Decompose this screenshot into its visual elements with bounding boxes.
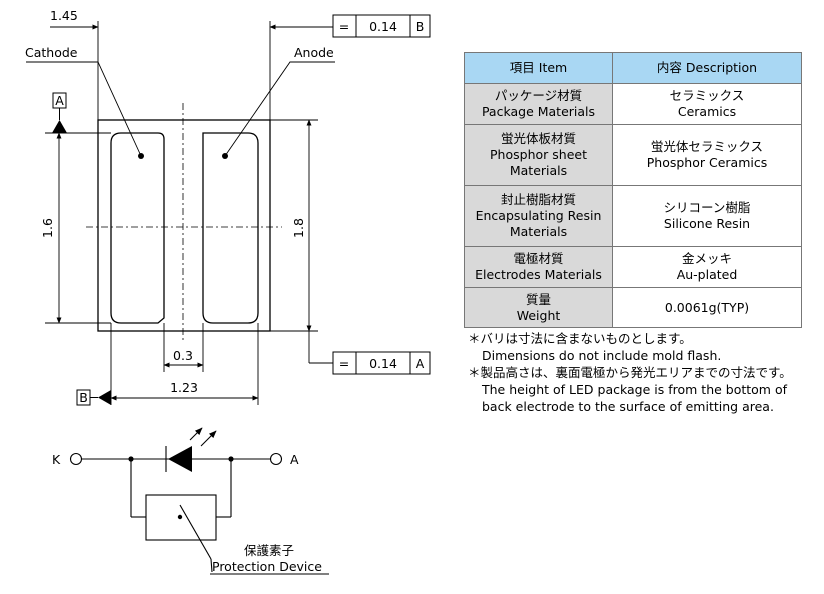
protection-dot <box>177 514 183 520</box>
dim-top-width <box>50 21 333 120</box>
tolerance-frame-bottom: = 0.14 A <box>332 351 431 375</box>
junction-right <box>228 456 234 462</box>
dim-gap-label: 0.3 <box>173 348 193 363</box>
note-en: The height of LED package is from the bo… <box>482 382 788 397</box>
cathode-label: Cathode <box>25 45 78 60</box>
datum-b-label: B <box>79 390 88 405</box>
anode-label: Anode <box>294 45 334 60</box>
anode-leader <box>224 61 335 157</box>
junction-left <box>128 456 134 462</box>
dim-top-width-label: 1.45 <box>50 8 78 23</box>
terminal-k-label: K <box>52 452 61 467</box>
svg-text:=: = <box>339 19 349 34</box>
note-jp: ＊製品高さは、裏面電極から発光エリアまでの寸法です。 <box>468 365 792 380</box>
center-lines <box>86 103 282 340</box>
header-item: 項目 Item <box>464 52 613 84</box>
note-en: back electrode to the surface of emittin… <box>482 399 774 414</box>
dim-gap <box>163 323 204 372</box>
svg-text:0.14: 0.14 <box>369 356 397 371</box>
led-diode-symbol <box>168 446 192 472</box>
svg-text:0.14: 0.14 <box>369 19 397 34</box>
dim-left-height <box>45 132 111 324</box>
datum-a-label: A <box>55 93 64 108</box>
dim-left-height-label: 1.6 <box>40 218 55 238</box>
svg-text:B: B <box>416 19 425 34</box>
header-description: 内容 Description <box>612 52 802 84</box>
package-outline <box>97 119 271 332</box>
dim-right-height-label: 1.8 <box>291 218 306 238</box>
svg-text:=: = <box>339 356 349 371</box>
dim-bottom-width-label: 1.23 <box>170 380 198 395</box>
cathode-leader <box>26 61 142 157</box>
tolerance-frame-top: = 0.14 B <box>332 14 431 38</box>
datum-a-triangle <box>52 120 67 133</box>
terminal-a-label: A <box>290 452 299 467</box>
protection-device-en: Protection Device <box>212 559 322 574</box>
note-jp: ＊バリは寸法に含まないものとします。 <box>468 331 692 346</box>
note-en: Dimensions do not include mold flash. <box>482 348 722 363</box>
cathode-pad <box>110 132 165 324</box>
dim-right-height <box>270 119 333 364</box>
anode-pad <box>202 132 259 324</box>
svg-text:A: A <box>416 356 425 371</box>
datum-b-triangle <box>98 390 111 405</box>
notes: ＊バリは寸法に含まないものとします。 Dimensions do not inc… <box>468 330 792 415</box>
protection-device-jp: 保護素子 <box>244 543 294 558</box>
